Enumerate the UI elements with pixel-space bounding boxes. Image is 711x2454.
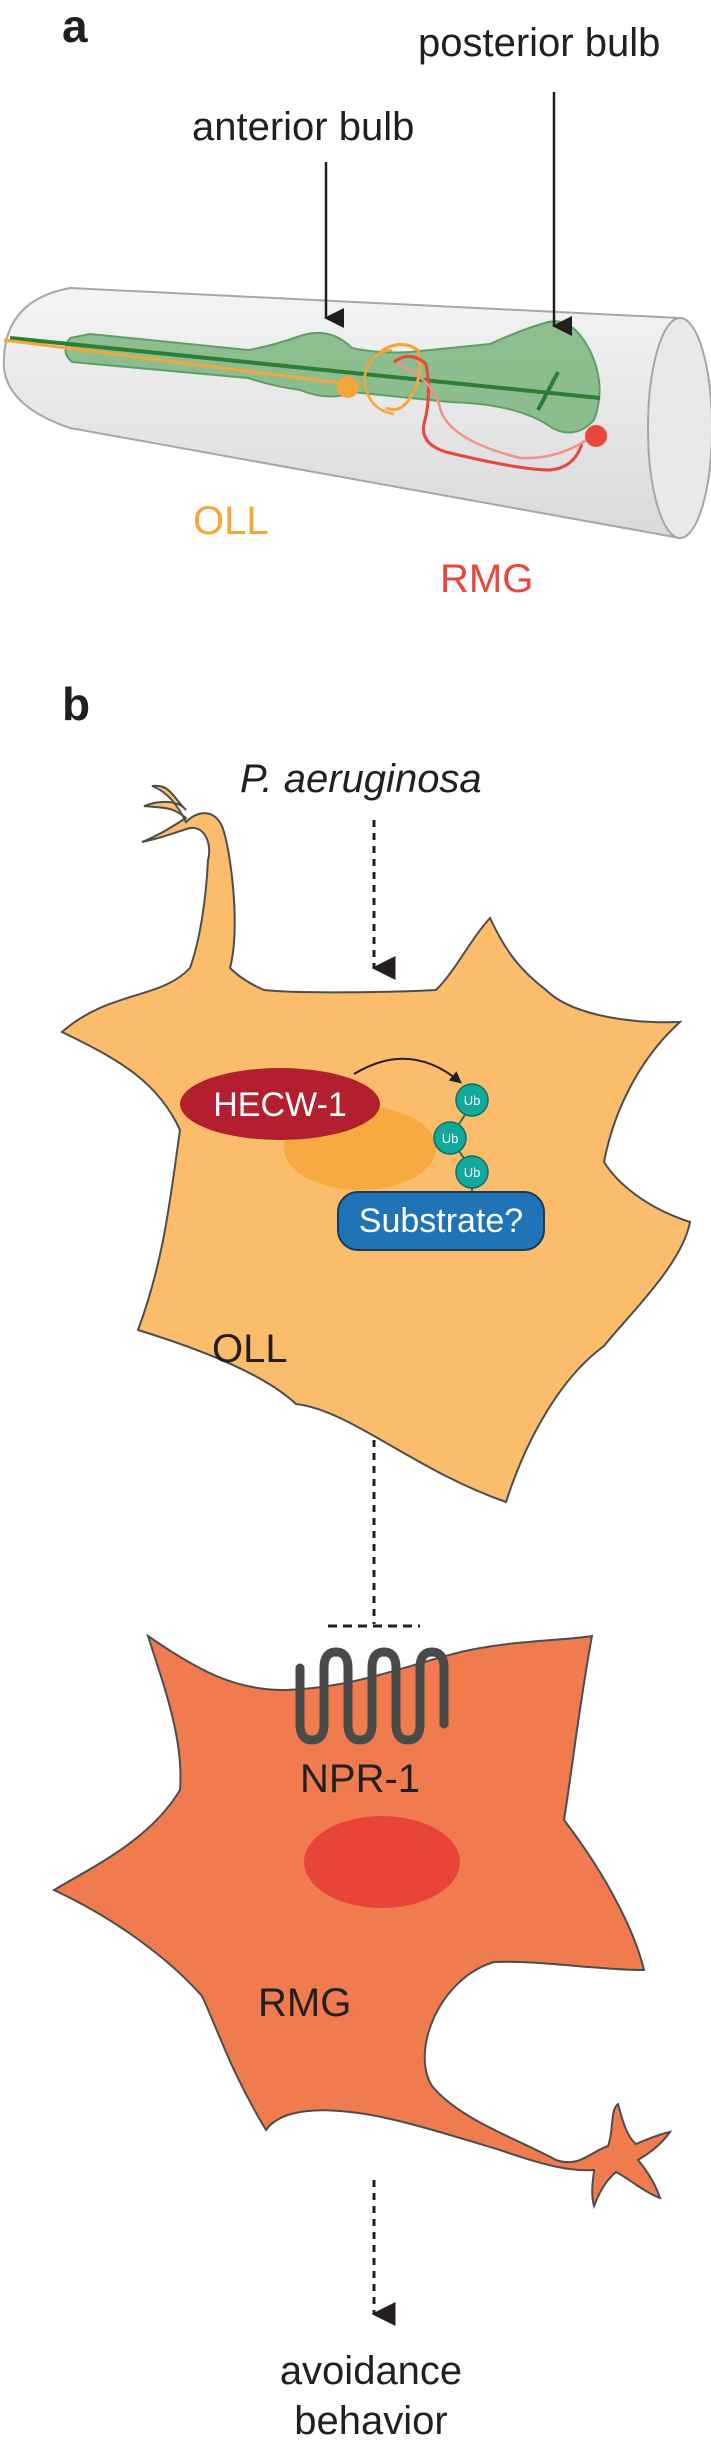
hecw1-enzyme: HECW-1	[180, 1068, 380, 1140]
rmg-cell-label: RMG	[258, 1981, 351, 2025]
oll-cell-label: OLL	[212, 1327, 288, 1371]
ubiquitin-chain: Ub Ub Ub	[433, 1083, 489, 1202]
rmg-neuron	[393, 355, 607, 472]
rmg-label: RMG	[440, 557, 533, 601]
pharynx	[9, 320, 601, 434]
posterior-bulb-label: posterior bulb	[418, 21, 660, 65]
ubiquitin-1: Ub	[455, 1083, 489, 1117]
ubiquitin-2: Ub	[433, 1121, 467, 1155]
npr1-receptor-icon	[295, 1647, 449, 1745]
substrate-box: Substrate?	[337, 1191, 545, 1251]
stimulus-label: P. aeruginosa	[240, 757, 482, 801]
worm-body	[2, 286, 711, 540]
rmg-cell	[51, 1633, 673, 2210]
substrate-label: Substrate?	[359, 1202, 523, 1240]
oll-label: OLL	[193, 499, 269, 543]
svg-text:Ub: Ub	[464, 1165, 481, 1180]
hecw1-label: HECW-1	[213, 1086, 347, 1124]
panel-a-letter: a	[62, 0, 88, 52]
ubiquitin-3: Ub	[455, 1155, 489, 1189]
ubiquitination-arrow	[353, 1057, 462, 1084]
panel-b-letter: b	[62, 678, 90, 730]
npr1-label: NPR-1	[300, 1757, 420, 1801]
anterior-bulb-label: anterior bulb	[192, 105, 414, 149]
output-line1: avoidance	[280, 2349, 462, 2393]
svg-text:Ub: Ub	[442, 1131, 459, 1146]
rmg-nucleus	[304, 1816, 460, 1908]
output-line2: behavior	[294, 2399, 447, 2443]
svg-text:Ub: Ub	[464, 1093, 481, 1108]
oll-cell	[60, 784, 692, 1504]
